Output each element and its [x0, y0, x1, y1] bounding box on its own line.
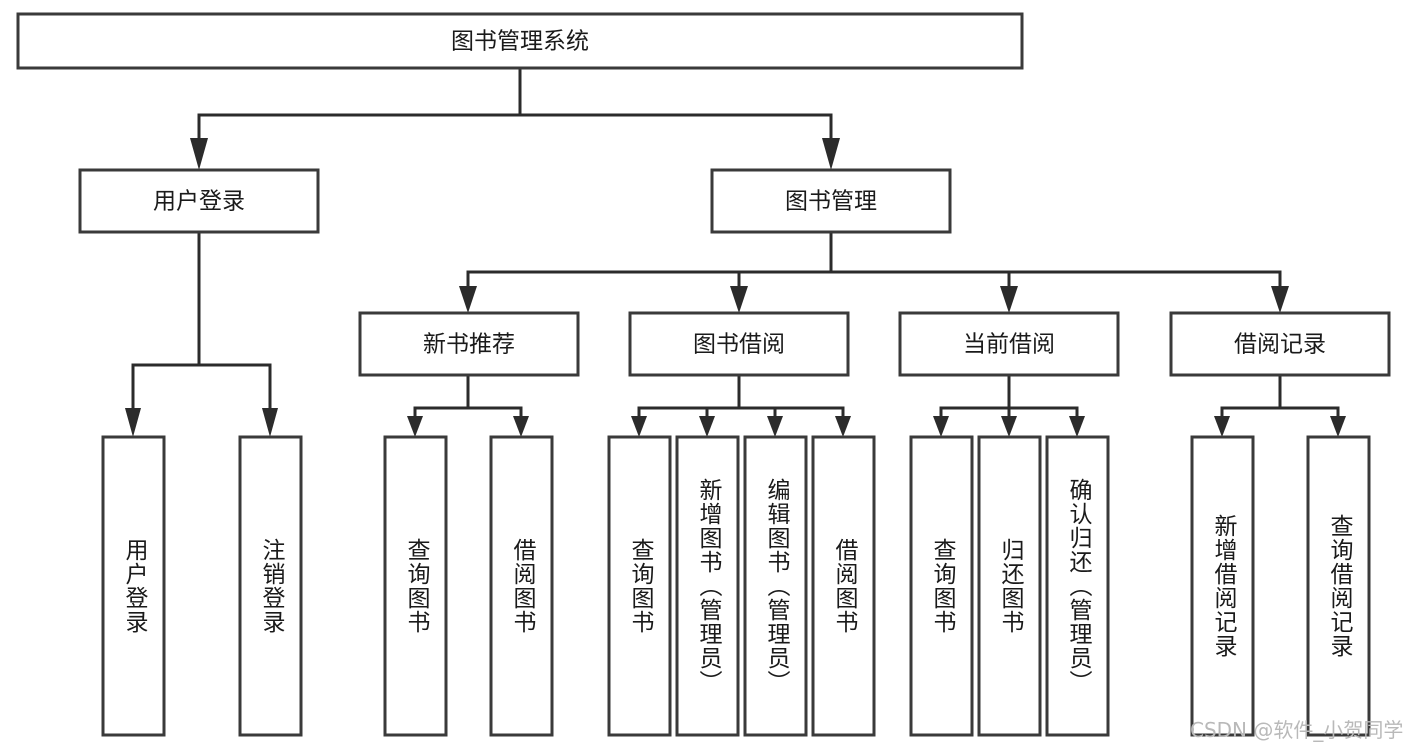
arrow-head-newbook-leaf1	[407, 416, 423, 437]
leaf-boxes-book-borrow	[607, 435, 876, 737]
node-user-login-label: 用户登录	[153, 189, 245, 215]
node-root-box[interactable]	[16, 12, 1024, 70]
leaf-box-confirm-return-admin[interactable]	[1045, 435, 1110, 737]
arrow-head-book-borrow	[730, 286, 748, 313]
arrow-head-leaf-user-login	[125, 408, 141, 437]
node-book-borrow-label: 图书借阅	[693, 332, 785, 358]
arrow-head-currentborrow-leaf3	[1069, 416, 1085, 437]
leaf-box-add-book-admin[interactable]	[675, 435, 740, 737]
leaf-box-logout[interactable]	[238, 435, 303, 737]
node-new-book-recommend-box[interactable]	[358, 311, 580, 377]
leaf-boxes-new-book-recommend	[383, 435, 554, 737]
node-user-login-box[interactable]	[78, 168, 320, 234]
connector-group-borrow-record	[1214, 373, 1346, 437]
arrow-head-borrowrecord-leaf2	[1330, 416, 1346, 437]
connector-group-current-borrow	[933, 373, 1085, 437]
watermark-text: CSDN @软件_小贺同学	[1190, 718, 1404, 742]
leaf-box-query-book-1[interactable]	[383, 435, 448, 737]
leaf-box-query-book-2[interactable]	[607, 435, 672, 737]
connector-group-book-borrow	[631, 373, 851, 437]
node-current-borrow-label: 当前借阅	[963, 332, 1055, 358]
node-new-book-recommend-label: 新书推荐	[423, 332, 515, 358]
node-book-management[interactable]: 图书管理	[710, 168, 952, 234]
connector-group-new-book-recommend	[407, 373, 529, 437]
node-borrow-record[interactable]: 借阅记录	[1169, 311, 1391, 377]
connector-group-user-login	[125, 230, 278, 437]
arrow-head-borrow-record	[1271, 286, 1289, 313]
arrow-head-newbook-leaf2	[513, 416, 529, 437]
leaf-box-edit-book-admin[interactable]	[743, 435, 808, 737]
node-book-borrow[interactable]: 图书借阅	[628, 311, 850, 377]
arrow-head-currentborrow-leaf2	[1001, 416, 1017, 437]
arrow-head-current-borrow	[1000, 286, 1018, 313]
arrow-head-borrowrecord-leaf1	[1214, 416, 1230, 437]
arrow-head-bookborrow-leaf4	[835, 416, 851, 437]
arrow-head-book-mgmt	[822, 138, 840, 170]
node-borrow-record-label: 借阅记录	[1234, 332, 1326, 358]
arrow-head-user-login	[190, 138, 208, 170]
connector-group-book-management	[459, 230, 1289, 313]
leaf-boxes-current-borrow	[909, 435, 1110, 737]
arrow-head-currentborrow-leaf1	[933, 416, 949, 437]
arrow-head-new-book-recommend	[459, 286, 477, 313]
node-book-management-label: 图书管理	[785, 189, 877, 215]
node-book-management-box[interactable]	[710, 168, 952, 234]
node-root-label: 图书管理系统	[451, 29, 589, 55]
connector-group-root	[190, 66, 840, 170]
leaf-box-query-book-3[interactable]	[909, 435, 974, 737]
leaf-box-borrow-book-2[interactable]	[811, 435, 876, 737]
arrow-head-bookborrow-leaf3	[767, 416, 783, 437]
node-root-book-management-system[interactable]: 图书管理系统	[16, 12, 1024, 70]
node-user-login[interactable]: 用户登录	[78, 168, 320, 234]
arrow-head-bookborrow-leaf1	[631, 416, 647, 437]
arrow-head-leaf-logout	[262, 408, 278, 437]
node-current-borrow[interactable]: 当前借阅	[898, 311, 1120, 377]
leaf-box-add-borrow-record[interactable]	[1190, 435, 1255, 737]
leaf-box-query-borrow-record[interactable]	[1306, 435, 1371, 737]
leaf-boxes-user-login	[101, 435, 303, 737]
node-new-book-recommend[interactable]: 新书推荐	[358, 311, 580, 377]
leaf-boxes-borrow-record	[1190, 435, 1371, 737]
node-borrow-record-box[interactable]	[1169, 311, 1391, 377]
arrow-head-bookborrow-leaf2	[699, 416, 715, 437]
leaf-box-return-book[interactable]	[977, 435, 1042, 737]
leaf-box-user-login[interactable]	[101, 435, 166, 737]
leaf-box-borrow-book-1[interactable]	[489, 435, 554, 737]
node-current-borrow-box[interactable]	[898, 311, 1120, 377]
node-book-borrow-box[interactable]	[628, 311, 850, 377]
